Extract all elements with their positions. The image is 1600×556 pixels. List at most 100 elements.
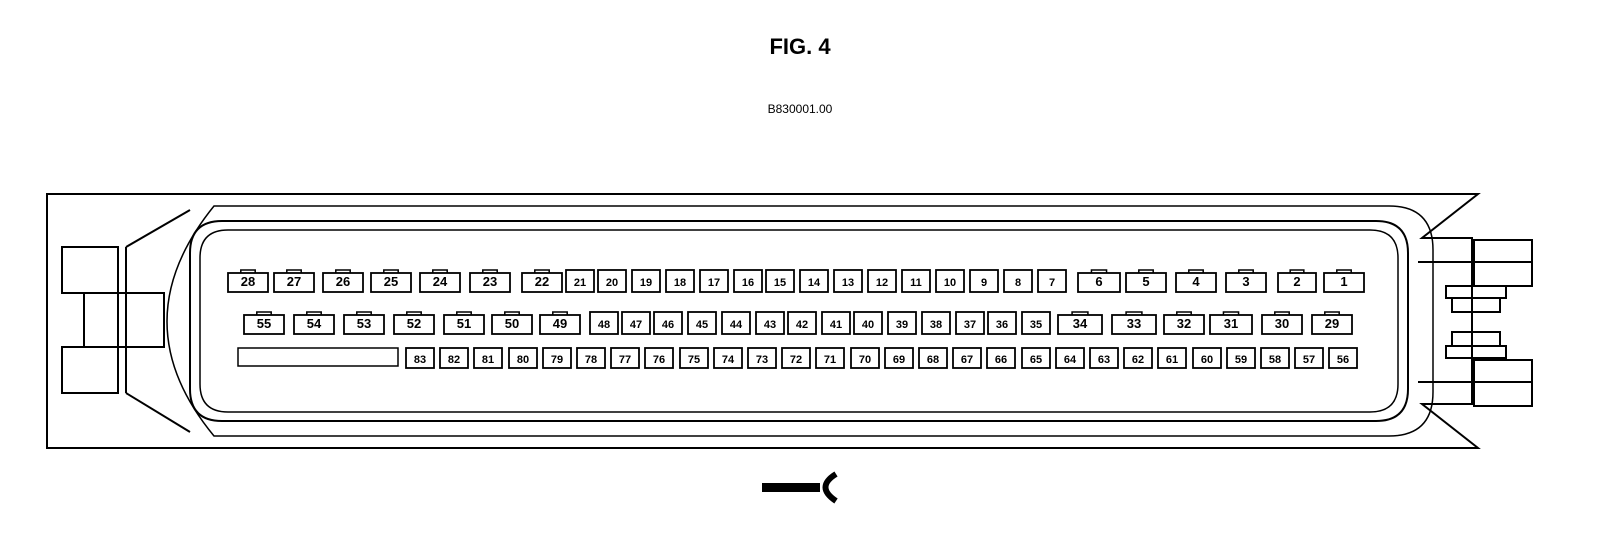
pin-latch-tab — [306, 311, 322, 315]
pin-77: 77 — [610, 347, 640, 369]
pin-3: 3 — [1225, 269, 1267, 293]
pin-label: 79 — [551, 354, 563, 366]
pin-label: 23 — [483, 274, 497, 289]
pin-49: 49 — [539, 311, 581, 335]
pin-label: 57 — [1303, 354, 1315, 366]
pin-55: 55 — [243, 311, 285, 335]
pin-68: 68 — [918, 347, 948, 369]
pin-26: 26 — [322, 269, 364, 293]
pin-label: 54 — [307, 316, 322, 331]
pin-cell — [508, 347, 538, 369]
pin-label: 46 — [662, 319, 674, 331]
pin-cell — [1157, 347, 1187, 369]
pin-cell — [653, 311, 683, 335]
pin-47: 47 — [621, 311, 651, 335]
pin-cell — [1261, 314, 1303, 335]
pin-41: 41 — [821, 311, 851, 335]
pin-7: 7 — [1037, 269, 1067, 293]
pin-label: 13 — [842, 277, 854, 289]
pin-cell — [1089, 347, 1119, 369]
pin-label: 61 — [1166, 354, 1178, 366]
pin-label: 44 — [730, 319, 743, 331]
left-latch — [61, 209, 191, 433]
pin-cell — [665, 269, 695, 293]
pin-cell — [576, 347, 606, 369]
pin-label: 34 — [1073, 316, 1088, 331]
pin-29: 29 — [1311, 311, 1353, 335]
pin-cell — [539, 314, 581, 335]
pin-cell — [901, 269, 931, 293]
pin-label: 63 — [1098, 354, 1110, 366]
pin-latch-tab — [1289, 269, 1305, 273]
pin-label: 60 — [1201, 354, 1213, 366]
pin-label: 39 — [896, 319, 908, 331]
pin-label: 56 — [1337, 354, 1349, 366]
pin-cell — [443, 314, 485, 335]
pin-73: 73 — [747, 347, 777, 369]
pin-label: 48 — [598, 319, 610, 331]
pin-13: 13 — [833, 269, 863, 293]
pin-label: 20 — [606, 277, 618, 289]
pin-15: 15 — [765, 269, 795, 293]
pin-label: 3 — [1242, 274, 1249, 289]
pin-58: 58 — [1260, 347, 1290, 369]
pin-label: 69 — [893, 354, 905, 366]
pin-cell — [884, 347, 914, 369]
pin-25: 25 — [370, 269, 412, 293]
pin-label: 16 — [742, 277, 754, 289]
pin-60: 60 — [1192, 347, 1222, 369]
pin-cell — [1225, 272, 1267, 293]
connector-cavity-inner — [199, 229, 1399, 413]
pin-label: 18 — [674, 277, 686, 289]
pin-65: 65 — [1021, 347, 1051, 369]
pin-label: 49 — [553, 316, 567, 331]
pin-cell — [644, 347, 674, 369]
pin-78: 78 — [576, 347, 606, 369]
pin-cell — [833, 269, 863, 293]
pin-cell — [1277, 272, 1317, 293]
pin-label: 74 — [722, 354, 735, 366]
pin-label: 68 — [927, 354, 939, 366]
pin-label: 80 — [517, 354, 529, 366]
pin-cell — [755, 311, 785, 335]
pin-latch-tab — [406, 311, 422, 315]
pin-label: 52 — [407, 316, 421, 331]
pin-cell — [322, 272, 364, 293]
pin-label: 26 — [336, 274, 350, 289]
pin-latch-tab — [504, 311, 520, 315]
pin-label: 22 — [535, 274, 549, 289]
pin-cell — [1175, 272, 1217, 293]
pin-cell — [969, 269, 999, 293]
pin-80: 80 — [508, 347, 538, 369]
pin-37: 37 — [955, 311, 985, 335]
pin-label: 9 — [981, 277, 987, 289]
blank-slot — [237, 347, 399, 367]
pin-label: 71 — [824, 354, 836, 366]
pin-45: 45 — [687, 311, 717, 335]
pin-label: 1 — [1340, 274, 1347, 289]
figure-code: B830001.00 — [767, 102, 833, 116]
pin-latch-tab — [1071, 311, 1089, 315]
pin-label: 36 — [996, 319, 1008, 331]
pin-label: 41 — [830, 319, 842, 331]
pin-cell — [918, 347, 948, 369]
pin-cell — [370, 272, 412, 293]
pin-69: 69 — [884, 347, 914, 369]
pin-label: 27 — [287, 274, 301, 289]
pin-21: 21 — [565, 269, 595, 293]
pin-23: 23 — [469, 269, 511, 293]
pin-label: 11 — [910, 277, 922, 289]
pin-18: 18 — [665, 269, 695, 293]
pin-9: 9 — [969, 269, 999, 293]
pin-latch-tab — [356, 311, 372, 315]
pin-6: 6 — [1077, 269, 1121, 293]
pin-label: 33 — [1127, 316, 1141, 331]
pin-cell — [1037, 269, 1067, 293]
pin-label: 65 — [1030, 354, 1042, 366]
pin-label: 25 — [384, 274, 398, 289]
pin-cell — [1260, 347, 1290, 369]
pin-67: 67 — [952, 347, 982, 369]
pin-label: 53 — [357, 316, 371, 331]
pin-cell — [243, 314, 285, 335]
